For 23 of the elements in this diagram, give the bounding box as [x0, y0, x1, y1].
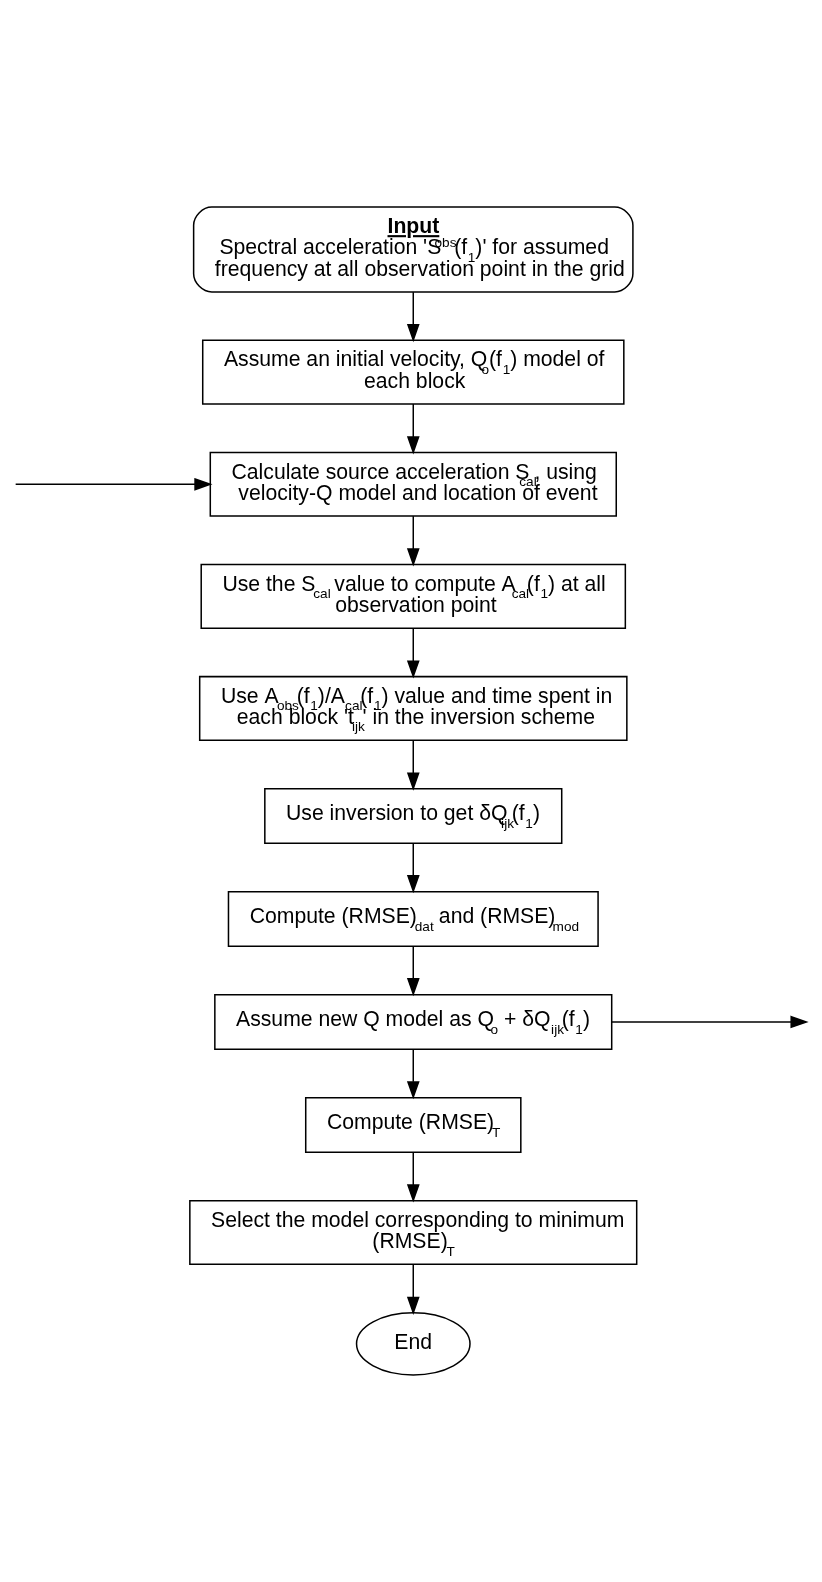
arrow — [14, 477, 213, 491]
arrow — [406, 946, 420, 997]
arrow — [610, 1015, 809, 1029]
node-box: Input Spectral acceleration 'S$^{obs}$(f$_{1}$)' for assumed frequency at all observation point in the grid — [192, 206, 634, 293]
node-box: Compute (RMSE)$_{dat}$ and (RMSE)$_{mod}$ — [227, 890, 599, 947]
arrow — [406, 843, 420, 894]
node-box: Compute (RMSE)$_{T}$ — [304, 1096, 522, 1153]
node-box: Assume new Q model as Q$_{o}$ + δQ$_{ijk}$(f$_{1}$) — [214, 993, 613, 1050]
node-box: Assume an initial velocity, Q$_{o}$(f$_{1}$) model of each block — [201, 339, 625, 405]
arrow — [406, 1049, 420, 1100]
node-box: Use the S$_{cal}$ value to compute A$_{cal}$(f$_{1}$) at all observation point — [200, 563, 627, 629]
node-box: Use A$_{obs}$(f$_{1}$)/A$_{cal}$(f$_{1}$) value and time spent in each block 't$_{ijk}$' in the inversion scheme — [198, 675, 628, 741]
arrow — [406, 627, 420, 679]
node-ellipse: End — [355, 1312, 471, 1376]
arrow — [406, 1264, 420, 1315]
node-box: Use inversion to get δQ$_{ijk}$(f$_{1}$) — [264, 787, 563, 844]
arrow — [406, 1151, 420, 1203]
arrow — [406, 403, 420, 455]
arrow — [406, 291, 420, 343]
arrow — [406, 740, 420, 791]
arrow — [406, 515, 420, 567]
node-box: Calculate source acceleration S$_{cal}$, using velocity-Q model and location of event — [209, 451, 617, 517]
node-box: Select the model corresponding to minimum (RMSE)$_{T}$ — [189, 1199, 638, 1266]
